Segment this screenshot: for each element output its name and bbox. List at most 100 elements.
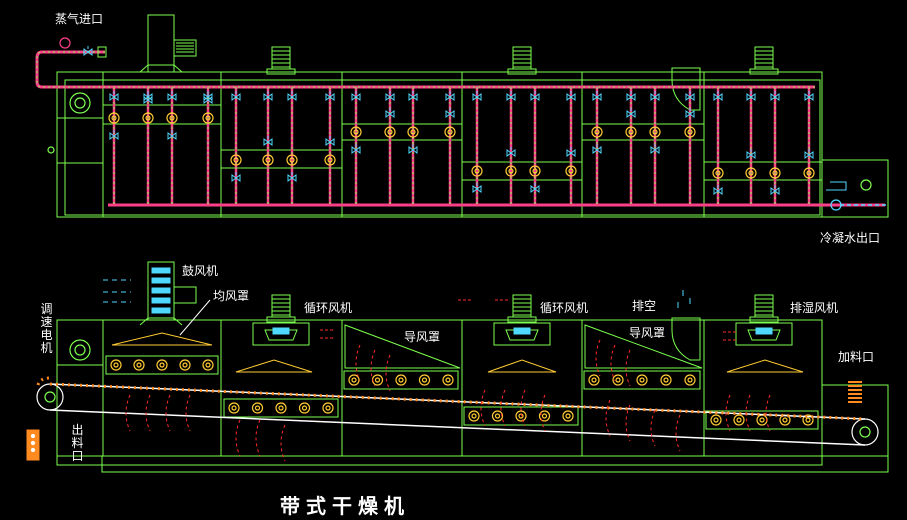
valve-icon bbox=[385, 108, 395, 118]
valve-icon bbox=[472, 91, 482, 101]
roller-hub bbox=[351, 377, 357, 383]
roller bbox=[649, 126, 661, 138]
motor-base bbox=[507, 316, 537, 323]
roller-row-box bbox=[705, 410, 819, 430]
fan-motor-icon bbox=[507, 46, 537, 75]
fan-motor-icon bbox=[266, 294, 296, 323]
fan-motor-icon bbox=[749, 294, 779, 323]
roller bbox=[110, 359, 122, 371]
fan-impeller bbox=[755, 327, 773, 335]
roller-hub bbox=[353, 129, 359, 135]
roller-outer bbox=[625, 126, 637, 138]
valve-body bbox=[626, 110, 636, 118]
hot-air-flow-arc bbox=[625, 404, 631, 442]
roller-hub bbox=[518, 413, 524, 419]
roller-outer bbox=[684, 126, 696, 138]
valve-icon bbox=[713, 185, 723, 195]
base-rail bbox=[101, 455, 889, 473]
hot-air-flow-arc bbox=[165, 394, 171, 432]
discharge-dot bbox=[30, 447, 36, 453]
fan-chamber bbox=[493, 322, 551, 346]
roller bbox=[384, 126, 396, 138]
blower-base bbox=[139, 317, 183, 326]
roller-hub bbox=[713, 417, 719, 423]
roller bbox=[350, 126, 362, 138]
circulation-fan-label-1: 循环风机 bbox=[304, 301, 353, 315]
motor-base bbox=[507, 68, 537, 75]
roller bbox=[202, 112, 214, 124]
roller-hub bbox=[615, 377, 621, 383]
hot-air-flow-arc bbox=[255, 419, 261, 457]
roller bbox=[324, 154, 336, 166]
valve-icon bbox=[592, 144, 602, 154]
drawing-title: 带式干燥机 bbox=[280, 494, 410, 518]
hot-air-flow-arc bbox=[765, 394, 771, 432]
roller-hub bbox=[594, 129, 600, 135]
roller-hub bbox=[233, 157, 239, 163]
valve-icon bbox=[445, 108, 455, 118]
roller bbox=[251, 402, 264, 414]
roller-outer bbox=[407, 126, 419, 138]
roller-hub bbox=[374, 377, 381, 383]
roller-outer bbox=[418, 374, 431, 386]
valve-icon bbox=[506, 91, 516, 101]
roller-outer bbox=[756, 414, 768, 426]
hot-air-flow-arc bbox=[355, 344, 361, 382]
hot-air-flow-arc bbox=[650, 409, 656, 447]
roller-outer bbox=[166, 112, 178, 124]
blower-motor bbox=[173, 39, 197, 57]
roller bbox=[442, 374, 454, 386]
distribution-hood-triangle bbox=[726, 359, 804, 373]
roller-hub bbox=[254, 405, 261, 411]
roller bbox=[156, 359, 168, 371]
blower-base bbox=[139, 64, 183, 73]
steam-header-pipe bbox=[35, 50, 815, 89]
valve-icon bbox=[804, 149, 814, 159]
valve-body bbox=[109, 93, 119, 101]
roller-outer bbox=[228, 402, 240, 414]
valve-icon bbox=[566, 91, 576, 101]
roller-hub bbox=[782, 417, 788, 423]
hot-air-flow-arc bbox=[235, 419, 241, 457]
roller bbox=[562, 410, 574, 422]
valve-icon bbox=[231, 172, 241, 182]
blower-vane bbox=[151, 277, 171, 284]
valve-body bbox=[287, 93, 297, 101]
roller bbox=[588, 374, 600, 386]
roller-hub bbox=[639, 377, 645, 383]
valve-body bbox=[770, 93, 780, 101]
roller bbox=[262, 154, 274, 166]
valve-icon bbox=[445, 91, 455, 101]
roller-outer bbox=[179, 359, 191, 371]
roller bbox=[712, 167, 724, 179]
roller-hub bbox=[447, 129, 453, 135]
roller bbox=[612, 374, 624, 386]
valve-icon bbox=[713, 91, 723, 101]
valve-body bbox=[566, 93, 576, 101]
hot-air-flow-arc bbox=[520, 389, 526, 427]
roller-outer bbox=[108, 112, 120, 124]
distribution-hood-label: 均风罩 bbox=[213, 289, 250, 303]
valve-icon bbox=[685, 91, 695, 101]
valve-icon bbox=[626, 108, 636, 118]
motor-body bbox=[512, 46, 532, 70]
roller bbox=[625, 126, 637, 138]
valve-icon bbox=[167, 91, 177, 101]
roller-outer bbox=[745, 167, 757, 179]
roller-hub bbox=[169, 115, 175, 121]
roller-outer bbox=[612, 374, 624, 386]
roller-hub bbox=[687, 377, 693, 383]
roller-outer bbox=[142, 112, 154, 124]
valve-body bbox=[472, 93, 482, 101]
hot-air-flow-arc bbox=[625, 349, 631, 387]
roller bbox=[515, 410, 527, 422]
fan-motor-icon bbox=[507, 294, 537, 323]
roller bbox=[230, 154, 242, 166]
hot-air-flow-arc bbox=[280, 424, 286, 462]
roller bbox=[298, 402, 311, 414]
valve-icon bbox=[408, 91, 418, 101]
valve-icon bbox=[325, 91, 335, 101]
valve-body bbox=[650, 146, 660, 154]
trap-bypass bbox=[826, 181, 847, 191]
